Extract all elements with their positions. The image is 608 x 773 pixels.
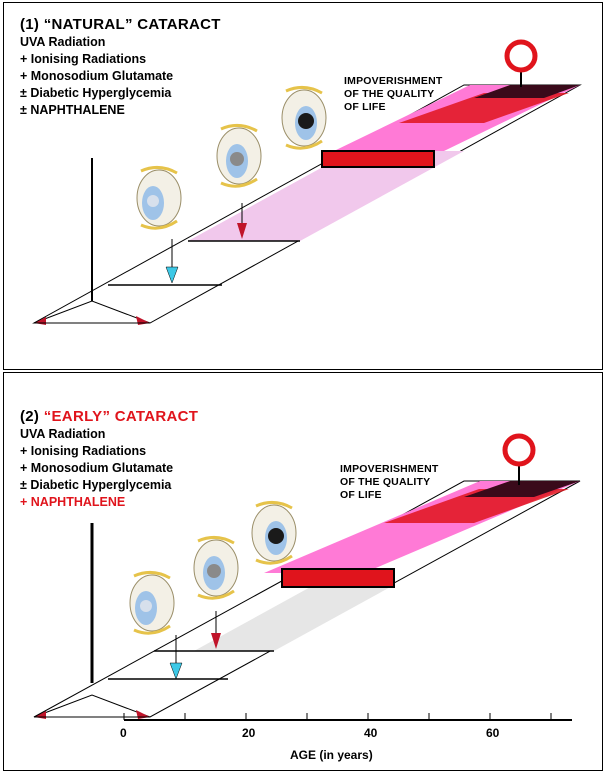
red-bar <box>281 568 395 588</box>
base-arrow-right <box>136 710 150 719</box>
light-pink-band <box>188 151 464 241</box>
target-ring <box>502 433 536 467</box>
factor-naphthalene: ± NAPHTHALENE <box>20 103 125 117</box>
quality-of-life-note: IMPOVERISHMENT OF THE QUALITY OF LIFE <box>340 463 438 502</box>
factor-msg: + Monosodium Glutamate <box>20 461 174 475</box>
base-triangle <box>33 694 151 718</box>
blue-arrow-head <box>169 662 183 680</box>
note-line-2: OF THE QUALITY <box>340 476 431 488</box>
note-line-1: IMPOVERISHMENT <box>344 75 443 87</box>
factor-msg: + Monosodium Glutamate <box>20 69 174 83</box>
factor-ionising: + Ionising Radiations <box>20 52 147 66</box>
tick-label-60: 60 <box>486 726 500 740</box>
panel-1-drawing <box>32 39 582 325</box>
dark-band <box>474 85 580 98</box>
title-prefix: (2) <box>20 408 44 425</box>
panel-title: (2) “EARLY” CATARACT <box>20 407 198 426</box>
title-highlight: “NATURAL” <box>43 16 133 33</box>
factor-naphthalene: + NAPHTHALENE <box>20 495 126 509</box>
title-suffix: CATARACT <box>132 16 221 33</box>
red-arrow-head <box>211 633 221 649</box>
base-arrow-right <box>136 316 150 325</box>
tick-label-40: 40 <box>364 726 378 740</box>
quality-of-life-note: IMPOVERISHMENT OF THE QUALITY OF LIFE <box>344 75 442 114</box>
age-axis-ticks <box>123 713 552 720</box>
factors-legend: (2) “EARLY” CATARACT UVA Radiation + Ion… <box>20 407 198 511</box>
factor-uva: UVA Radiation <box>20 35 106 49</box>
red-band <box>399 93 569 123</box>
factor-uva: UVA Radiation <box>20 427 106 441</box>
title-highlight: “EARLY” CATARACT <box>43 408 199 425</box>
factor-ionising: + Ionising Radiations <box>20 444 147 458</box>
target-ring <box>504 39 538 73</box>
tick-label-0: 0 <box>120 726 127 740</box>
title-prefix: (1) <box>20 16 44 33</box>
factors-legend: (1) “NATURAL” CATARACT UVA Radiation + I… <box>20 15 221 119</box>
grey-band <box>194 585 394 651</box>
panel-natural-cataract: (1) “NATURAL” CATARACT UVA Radiation + I… <box>3 2 603 370</box>
factor-diabetic: ± Diabetic Hyperglycemia <box>20 478 172 492</box>
red-band <box>384 489 569 523</box>
age-axis-label: AGE (in years) <box>290 748 373 762</box>
panel-early-cataract: (2) “EARLY” CATARACT UVA Radiation + Ion… <box>3 372 603 771</box>
tick-label-20: 20 <box>242 726 256 740</box>
eye-icon-intermediate <box>193 536 239 600</box>
dark-band <box>464 481 580 497</box>
eye-icon-early <box>136 166 182 230</box>
base-arrow-left <box>34 711 46 719</box>
base-triangle <box>33 300 151 324</box>
eye-icon-early <box>129 571 175 635</box>
red-bar <box>321 150 435 168</box>
blue-arrow-head <box>165 266 179 284</box>
note-line-3: OF LIFE <box>344 101 386 113</box>
base-arrow-left <box>34 317 46 325</box>
panel-title: (1) “NATURAL” CATARACT <box>20 15 221 34</box>
red-arrow-head <box>237 223 247 239</box>
panel-2-drawing: 0 20 40 60 AGE (in years) <box>33 433 581 762</box>
note-line-1: IMPOVERISHMENT <box>340 463 439 475</box>
eye-icon-advanced <box>251 501 297 565</box>
note-line-3: OF LIFE <box>340 489 382 501</box>
note-line-2: OF THE QUALITY <box>344 88 435 100</box>
factor-diabetic: ± Diabetic Hyperglycemia <box>20 86 172 100</box>
eye-icon-advanced <box>281 86 327 150</box>
eye-icon-intermediate <box>216 124 262 188</box>
